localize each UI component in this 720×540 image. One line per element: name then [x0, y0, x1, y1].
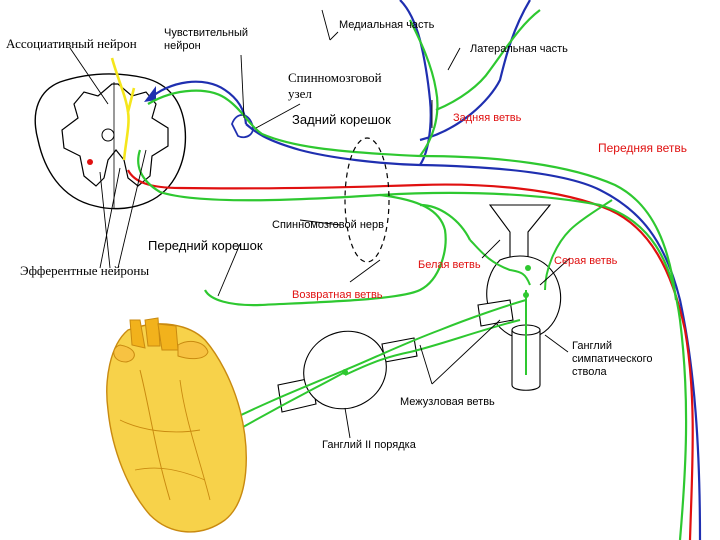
label-white-ramus: Белая ветвь [418, 259, 481, 271]
spinal-cord-section [34, 73, 187, 210]
label-recurrent-branch: Возвратная ветвь [292, 289, 383, 301]
second-order-neuron-dot [342, 369, 348, 375]
label-associative-neuron: Ассоциативный нейрон [6, 36, 137, 51]
associative-neuron [69, 47, 136, 161]
label-lateral-part: Латеральная часть [470, 43, 568, 55]
label-spinal-ganglion-line1: Спинномозговой [288, 70, 382, 85]
label-sensory-neuron-line1: Чувствительный [164, 27, 248, 39]
sensory-arrowhead-icon [144, 86, 156, 102]
sympathetic-ganglion [486, 204, 562, 391]
label-dorsal-root: Задний корешок [292, 112, 391, 127]
label-dorsal-branch: Задняя ветвь [453, 112, 522, 124]
label-sensory-neuron-line2: нейрон [164, 40, 201, 52]
label-gray-ramus: Серая ветвь [554, 255, 618, 267]
label-ventral-root: Передний корешок [148, 238, 263, 253]
motor-pathway [127, 169, 694, 540]
label-medial-part: Медиальная часть [339, 19, 435, 31]
heart-illustration [106, 317, 247, 533]
spinal-ganglion-outline [344, 137, 390, 263]
label-spinal-ganglion-line2: узел [288, 86, 312, 101]
label-sympathetic-ganglion-line1: Ганглий [572, 340, 612, 352]
sensory-pathway [147, 0, 702, 540]
label-internodal-branch: Межузловая ветвь [400, 396, 495, 408]
label-ventral-branch: Передняя ветвь [598, 141, 687, 155]
label-efferent-neurons: Эфферентные нейроны [20, 263, 149, 278]
label-sympathetic-ganglion-line3: ствола [572, 366, 608, 378]
autonomic-pathway [137, 9, 688, 540]
ganglion-neuron-dot-2 [523, 292, 529, 298]
leader-lines [99, 9, 571, 439]
label-sympathetic-ganglion-line2: симпатического [572, 353, 653, 365]
label-second-order-ganglion: Ганглий II порядка [322, 439, 417, 451]
ganglion-neuron-dot [525, 265, 531, 271]
efferent-neuron-dot [87, 159, 93, 165]
white-gray-rami [469, 199, 613, 375]
label-spinal-nerve: Спинномозговой нерв [272, 219, 384, 231]
